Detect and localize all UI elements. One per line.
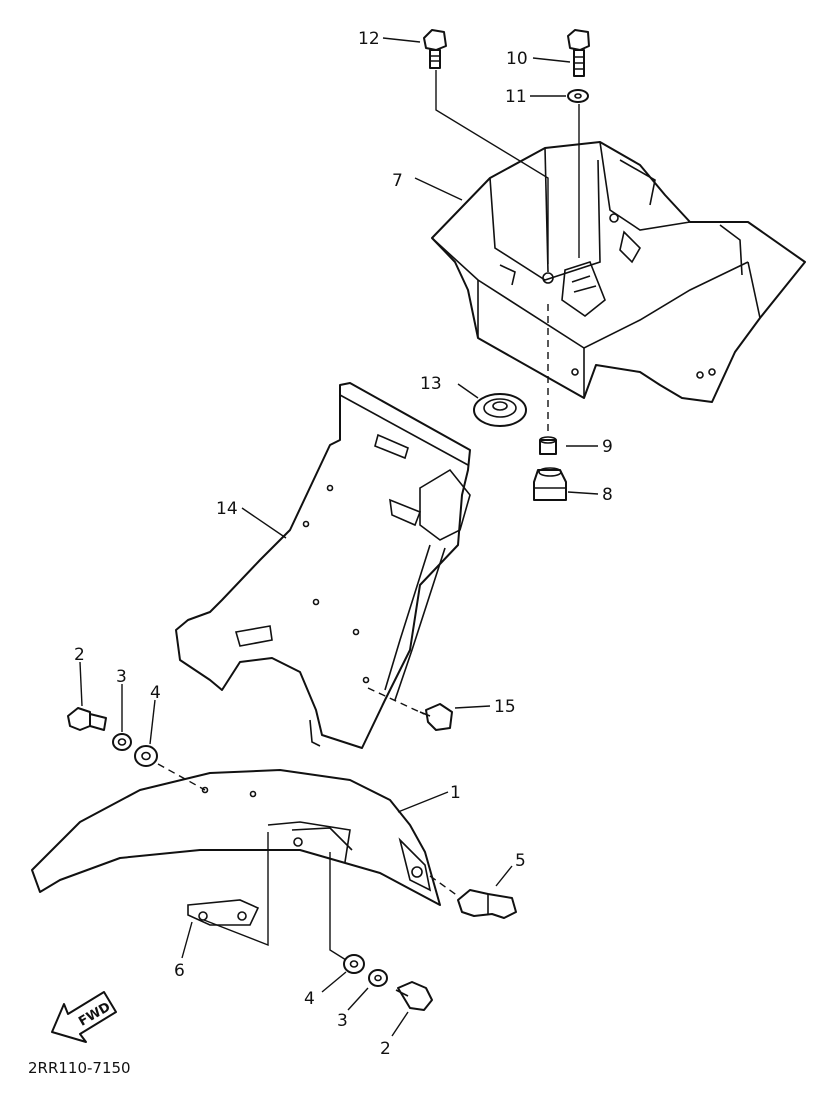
callout-12: 12 bbox=[358, 29, 380, 49]
callout-11: 11 bbox=[505, 87, 527, 107]
callout-3-lower: 3 bbox=[337, 1011, 348, 1031]
callout-13: 13 bbox=[420, 374, 442, 394]
callout-1: 1 bbox=[450, 783, 461, 803]
battery-box bbox=[431, 141, 806, 403]
callout-6: 6 bbox=[174, 961, 185, 981]
washer-4-upper bbox=[134, 745, 158, 767]
collar-9 bbox=[539, 436, 557, 455]
grommet-13 bbox=[473, 393, 527, 427]
callout-14: 14 bbox=[216, 499, 238, 519]
fwd-arrow-icon: FWD bbox=[51, 991, 117, 1043]
callout-9: 9 bbox=[602, 437, 613, 457]
callout-4-upper: 4 bbox=[150, 683, 161, 703]
callout-8: 8 bbox=[602, 485, 613, 505]
damper-8 bbox=[533, 467, 567, 501]
lock-washer-3-lower bbox=[368, 969, 388, 987]
bolt-2-upper bbox=[67, 707, 107, 731]
callout-2-lower: 2 bbox=[380, 1039, 391, 1059]
screw-15 bbox=[419, 703, 453, 731]
drawing-code: 2RR110-7150 bbox=[28, 1059, 131, 1077]
clamp-screw-5 bbox=[457, 889, 517, 919]
leader-lines bbox=[79, 37, 599, 1037]
callout-10: 10 bbox=[506, 49, 528, 69]
bolt-10 bbox=[567, 29, 590, 77]
lock-washer-3-upper bbox=[112, 733, 132, 751]
inner-fender-plate bbox=[175, 382, 471, 749]
callout-7: 7 bbox=[392, 171, 403, 191]
bolt-12 bbox=[423, 29, 447, 69]
callout-labels: 1 2 3 4 5 6 7 8 9 10 11 12 13 14 15 4 3 … bbox=[74, 29, 613, 1059]
front-fender bbox=[31, 769, 441, 926]
callout-4-lower: 4 bbox=[304, 989, 315, 1009]
callout-2-upper: 2 bbox=[74, 645, 85, 665]
washer-4-lower bbox=[343, 954, 365, 974]
bolt-2-lower bbox=[395, 981, 433, 1011]
callout-15: 15 bbox=[494, 697, 516, 717]
washer-11 bbox=[567, 89, 589, 103]
callout-5: 5 bbox=[515, 851, 526, 871]
callout-3-upper: 3 bbox=[116, 667, 127, 687]
